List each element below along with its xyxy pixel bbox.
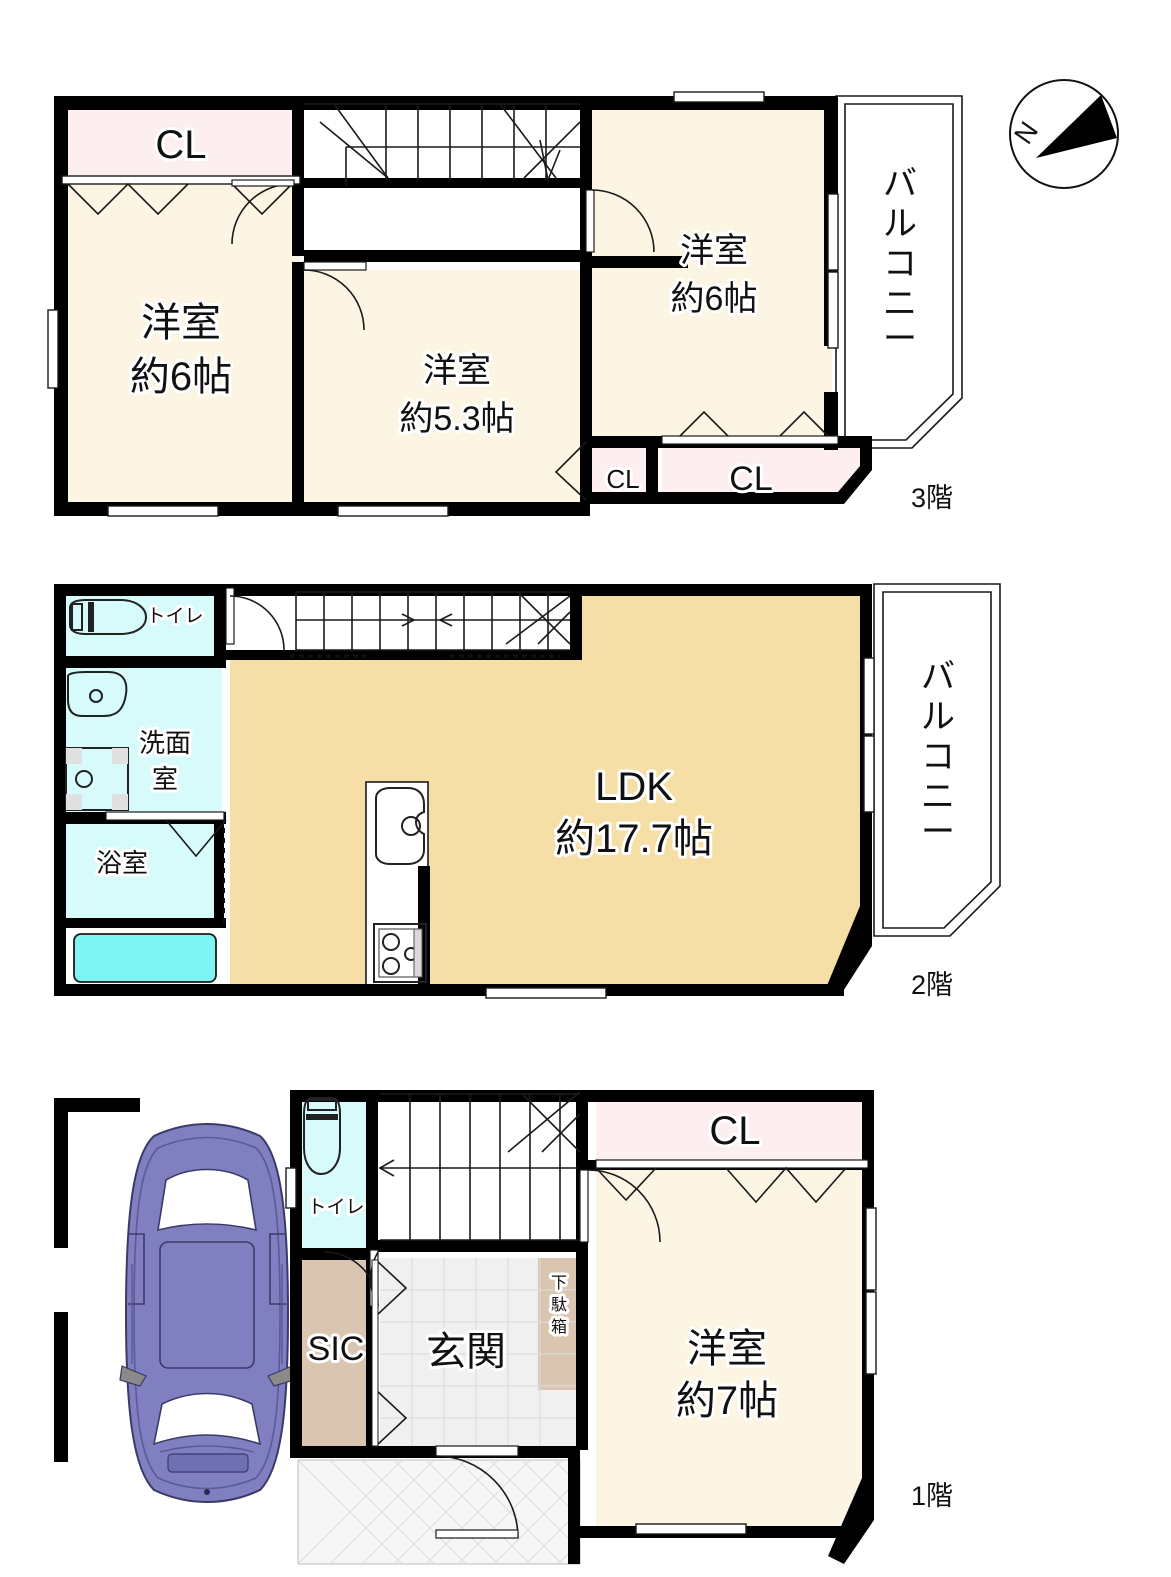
- closet-1f-fill: [596, 1090, 874, 1168]
- toilet-icon-1f: [303, 1097, 341, 1176]
- floor-label-3: 3階: [911, 483, 953, 513]
- gas-stove-icon: [373, 923, 427, 983]
- balcony-3f: [835, 95, 963, 449]
- sic-fill: [298, 1258, 374, 1448]
- staircase-1f: [378, 1091, 581, 1241]
- label-shoe-box: 下 駄 箱: [548, 1272, 570, 1339]
- label-toilet-2f: トイレ: [146, 606, 203, 627]
- stair-area-2f-fill: [230, 592, 582, 650]
- shoe-box-fill: [538, 1258, 580, 1390]
- western-room-right-fill: [592, 104, 832, 440]
- label-ldk: LDK: [595, 765, 673, 809]
- label-western-room-left: 洋室: [141, 301, 221, 345]
- label-ldk-area: 約17.7帖: [555, 817, 713, 861]
- porch-tile: [297, 1459, 581, 1565]
- label-sic: SIC: [308, 1330, 365, 1368]
- washing-machine-icon: [65, 747, 129, 811]
- svg-text:ル: ル: [921, 698, 955, 736]
- svg-text:箱: 箱: [551, 1318, 567, 1336]
- label-western-room-left-area: 約6帖: [130, 355, 232, 399]
- label-western-room-middle-area: 約5.3帖: [399, 400, 514, 438]
- bathroom-2f-fill: [62, 824, 222, 924]
- label-western-room-1f-area: 約7帖: [676, 1379, 778, 1423]
- label-western-room-1f: 洋室: [687, 1327, 767, 1371]
- label-balcony-3f: バ ル コ ニ ー: [880, 162, 920, 361]
- compass-icon: N: [1008, 79, 1119, 189]
- label-bathroom-2f: 浴室: [96, 848, 148, 878]
- label-closet-1f: CL: [709, 1109, 760, 1153]
- svg-text:ル: ル: [883, 205, 917, 243]
- floor-label-1: 1階: [911, 1481, 953, 1511]
- label-western-room-middle: 洋室: [423, 352, 491, 390]
- closet-large-3f-fill: [662, 442, 866, 500]
- western-room-middle-fill: [300, 270, 590, 512]
- western-room-left-fill: [62, 182, 300, 512]
- car-icon: [119, 1123, 295, 1503]
- svg-text:洗面: 洗面: [139, 728, 191, 758]
- svg-text:ー: ー: [883, 320, 917, 358]
- label-western-room-right: 洋室: [680, 232, 748, 270]
- closet-top-left-fill: [62, 104, 300, 182]
- toilet-icon: [69, 599, 148, 635]
- bathtub-icon: [73, 933, 217, 983]
- washbasin-icon: [67, 671, 128, 717]
- closet-small-3f-fill: [592, 442, 654, 500]
- balcony-2f: [873, 583, 1001, 937]
- floor-3-plan: N CL 洋室 約6帖 洋室 約5.3帖 洋室 約6帖 CL CL バ ル コ …: [0, 0, 1171, 560]
- label-closet-small-3f: CL: [606, 464, 639, 494]
- openings-1f: [285, 1097, 877, 1539]
- label-western-room-right-area: 約6帖: [671, 280, 758, 318]
- label-toilet-1f: トイレ: [307, 1197, 364, 1218]
- kitchen-sink-icon: [375, 787, 425, 865]
- staircase-2f: [295, 591, 571, 651]
- details-3f: [47, 91, 839, 517]
- svg-text:駄: 駄: [551, 1296, 567, 1314]
- stair-area-1f-fill: [380, 1090, 580, 1250]
- staircase-3f: [304, 103, 581, 186]
- svg-text:ニ: ニ: [883, 285, 917, 323]
- svg-text:バ: バ: [883, 165, 917, 203]
- parking-bracket: [54, 1098, 140, 1462]
- label-closet-top-left: CL: [155, 123, 206, 167]
- openings-2f: [105, 587, 875, 999]
- svg-text:室: 室: [152, 764, 178, 794]
- label-entrance: 玄関: [426, 1330, 506, 1374]
- svg-text:コ: コ: [883, 245, 917, 283]
- fixtures-2f: [65, 599, 427, 983]
- walls-2f: [54, 584, 872, 996]
- floor-1-plan: トイレ SIC 玄関 下 駄 箱 CL 洋室 約7帖 1階: [0, 1060, 1171, 1577]
- partitions-3f: [292, 96, 688, 516]
- label-balcony-2f: バ ル コ ニ ー: [918, 655, 958, 854]
- entrance-tile-grid: [380, 1258, 576, 1448]
- svg-text:バ: バ: [921, 658, 955, 696]
- svg-text:ー: ー: [921, 813, 955, 851]
- label-washroom-2f: 洗面 室: [136, 725, 194, 797]
- svg-text:ニ: ニ: [921, 778, 955, 816]
- floor-2-plan: トイレ 洗面 室 浴室 LDK 約17.7帖 バ ル コ ニ ー 2階: [0, 560, 1171, 1060]
- washroom-2f-fill: [62, 668, 222, 814]
- western-room-1f-fill: [596, 1168, 874, 1526]
- svg-text:下: 下: [551, 1275, 567, 1292]
- label-closet-large-3f: CL: [729, 460, 772, 498]
- floor-label-2: 2階: [911, 970, 953, 1000]
- svg-text:コ: コ: [921, 738, 955, 776]
